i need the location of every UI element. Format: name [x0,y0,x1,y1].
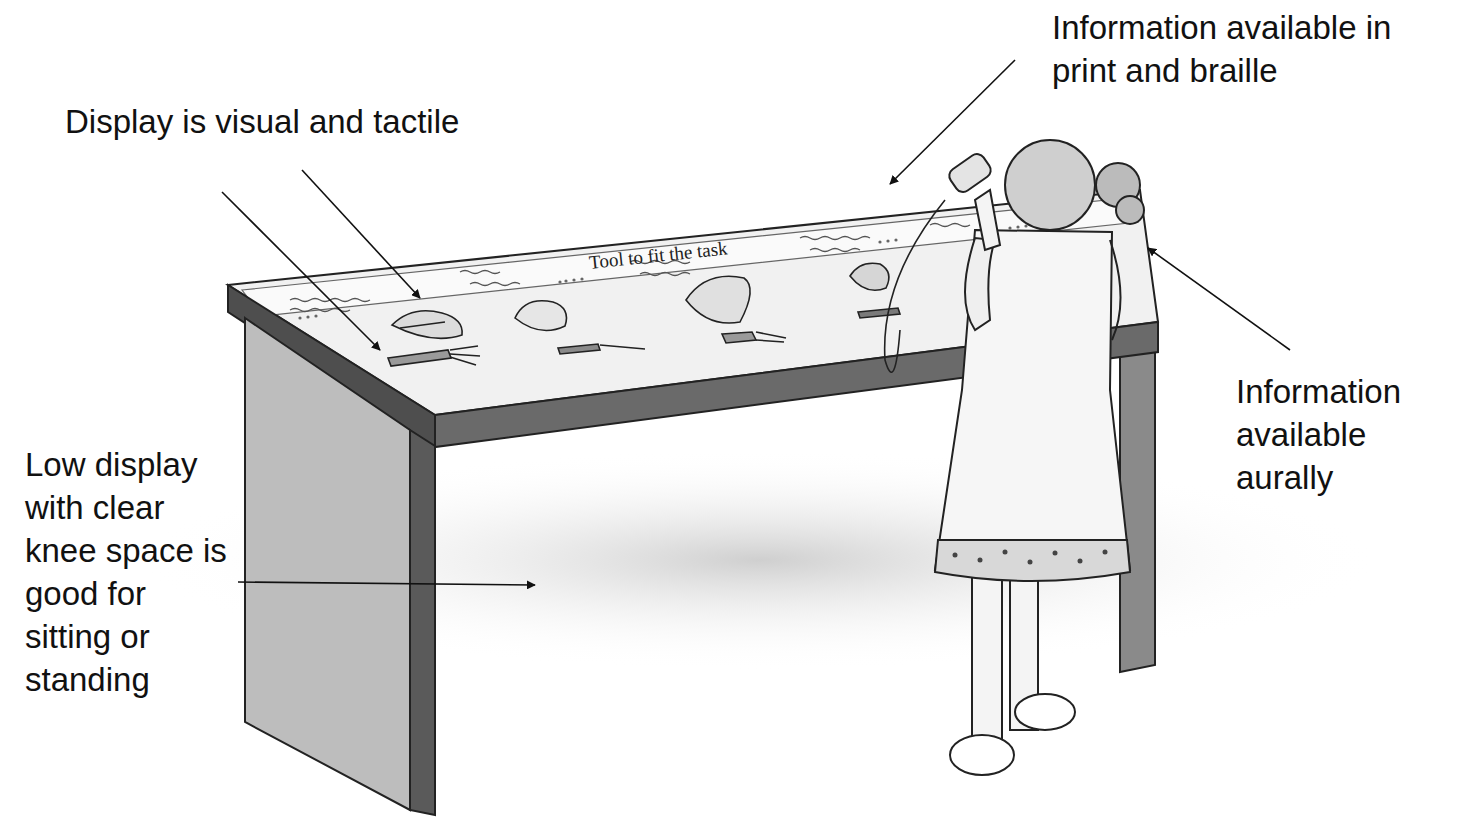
callout-label: Display is visual and tactile [65,100,625,143]
right-leg [1120,330,1155,672]
left-leg-front [410,430,435,815]
callout-label: Information available in print and brail… [1052,6,1452,92]
girl-figure [885,140,1144,775]
left-leg-side [245,318,410,810]
callout-label: Low display with clear knee space is goo… [25,443,235,701]
callout-label: Information available aurally [1236,370,1458,499]
tactile-objects [388,263,900,366]
